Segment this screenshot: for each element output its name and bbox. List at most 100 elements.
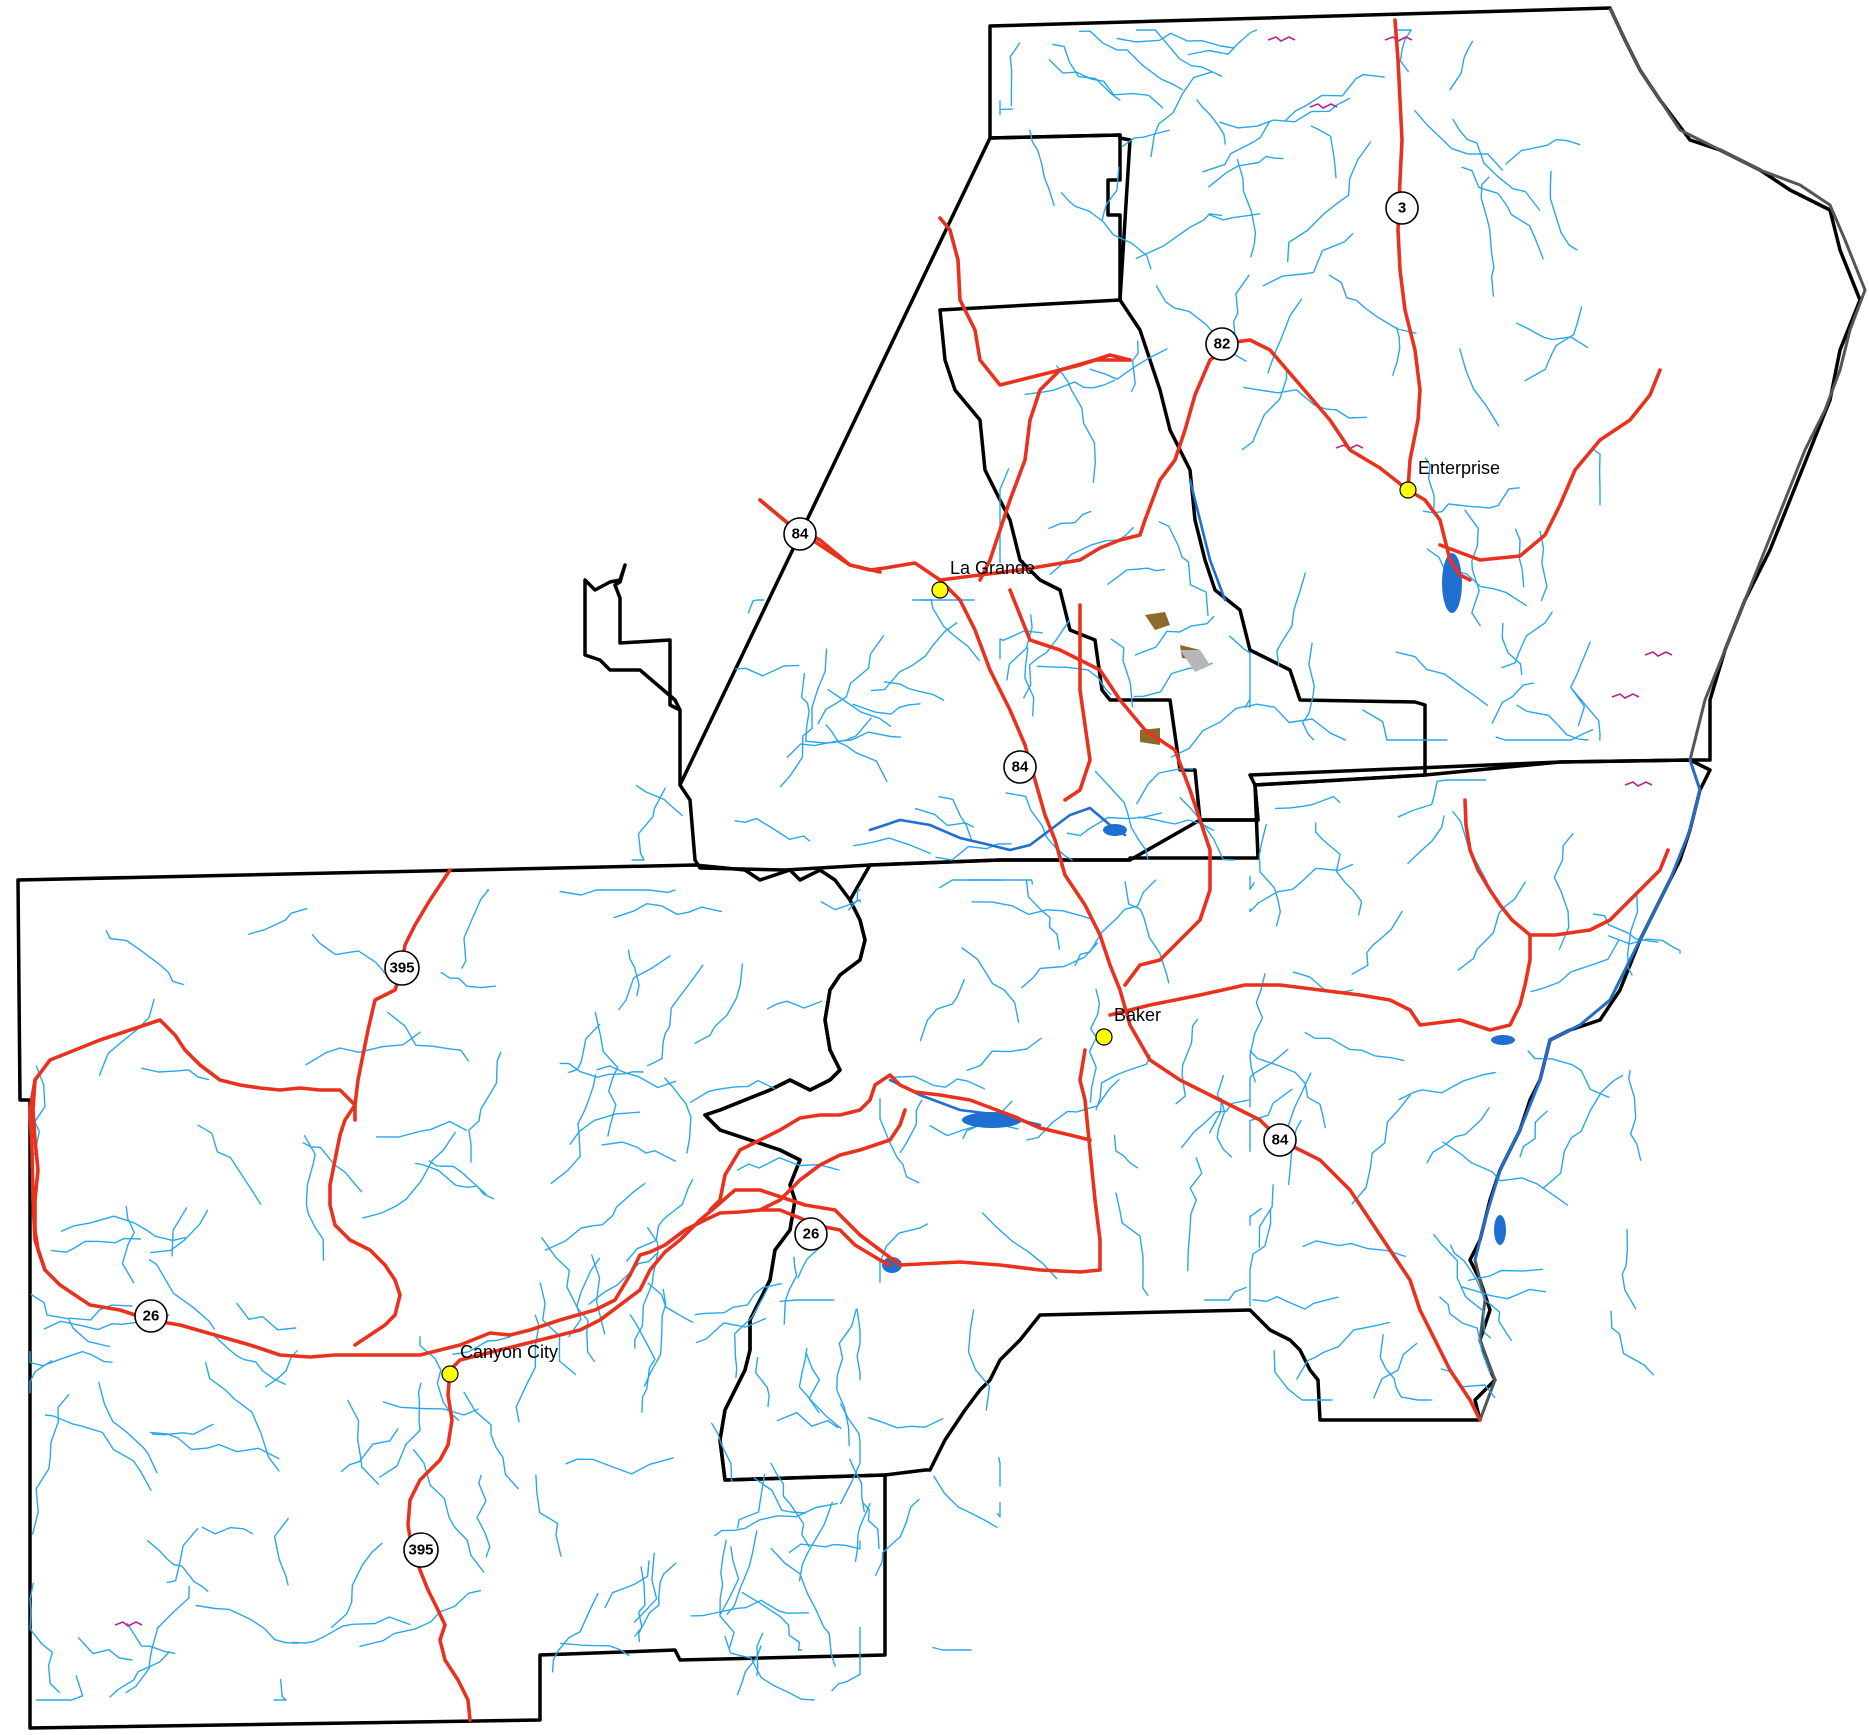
stream-segment	[633, 1552, 658, 1623]
stream-segment	[1021, 942, 1099, 989]
stream-segment	[569, 1111, 641, 1145]
stream-segment	[1516, 704, 1589, 741]
stream-segment	[1048, 510, 1092, 530]
shield-i84-center: 84	[1003, 750, 1037, 784]
stream-segment	[827, 688, 892, 727]
stream-segment	[1362, 709, 1448, 741]
road-i84-northwest	[758, 498, 882, 574]
stream-segment	[798, 1348, 842, 1430]
stream-segment	[1397, 779, 1487, 818]
stream-segment	[125, 1585, 190, 1694]
stream-segment	[1351, 910, 1403, 975]
stream-segment	[967, 1309, 991, 1411]
stream-segment	[998, 1457, 1001, 1487]
stream-segment	[1539, 530, 1548, 602]
stream-segment	[1464, 509, 1481, 627]
stream-segment	[720, 1546, 740, 1615]
stream-segment	[1249, 1088, 1293, 1152]
stream-segment	[1501, 622, 1523, 676]
stream-segment	[568, 1257, 601, 1338]
stream-segment	[273, 1517, 289, 1586]
stream-segment	[1026, 1079, 1120, 1141]
stream-segment	[1006, 614, 1033, 681]
stream-segment	[44, 1414, 152, 1491]
stream-segment	[151, 1423, 214, 1436]
shield-hwy3: 3	[1385, 191, 1419, 225]
stream-segment	[646, 964, 704, 1067]
city-label-baker: Baker	[1114, 1005, 1161, 1025]
stream-segment	[1468, 1268, 1544, 1281]
river-wallowa	[1188, 478, 1227, 602]
stream-segment	[779, 648, 828, 788]
stream-segment	[1025, 879, 1061, 950]
stream-segment	[638, 1562, 677, 1643]
stream-segment	[1079, 30, 1184, 91]
stream-segment	[868, 1417, 944, 1429]
stream-segment	[1395, 651, 1489, 707]
stream-segment	[1249, 1050, 1326, 1129]
city-marker-baker	[1095, 1028, 1113, 1046]
wetland-5	[1644, 651, 1673, 657]
stream-segment	[1304, 1031, 1405, 1062]
stream-segment	[1314, 822, 1363, 916]
stream-segment	[166, 1527, 199, 1584]
lake-phillips	[962, 1112, 1022, 1128]
cities: La Grande Enterprise Baker Canyon City	[441, 458, 1500, 1383]
stream-segment	[1392, 326, 1401, 376]
stream-segment	[468, 1051, 502, 1163]
city-label-la-grande: La Grande	[950, 558, 1035, 578]
stream-segment	[413, 1449, 485, 1573]
stream-segment	[1095, 1054, 1151, 1111]
stream-segment	[147, 1540, 209, 1592]
stream-segment	[29, 1350, 113, 1367]
stream-segment	[853, 837, 931, 855]
stream-segment	[1379, 1334, 1432, 1401]
road-hwy26-east-link	[758, 1108, 907, 1212]
shield-hwy395-north: 395	[384, 950, 420, 986]
stream-segment	[211, 1333, 286, 1385]
road-hwy395-center	[448, 1218, 702, 1372]
stream-segment	[29, 1360, 53, 1394]
stream-segment	[919, 978, 965, 1042]
stream-segment	[734, 817, 811, 842]
stream-segment	[938, 796, 973, 842]
shield-i84-lagrande-label: 84	[792, 526, 809, 543]
stream-segment	[1571, 688, 1601, 741]
stream-segment	[1426, 548, 1527, 607]
stream-segment	[1005, 792, 1073, 861]
shield-hwy395-north-label: 395	[389, 960, 414, 977]
stream-segment	[922, 599, 980, 662]
stream-segment	[1135, 29, 1223, 77]
stream-segment	[634, 1227, 659, 1349]
road-hwy86	[1108, 848, 1670, 1032]
stream-segment	[1626, 891, 1639, 976]
stream-segment	[1179, 797, 1235, 861]
mine-patch-c	[1180, 650, 1210, 672]
stream-segment	[999, 468, 1010, 564]
stream-segment	[387, 1011, 469, 1062]
stream-segment	[591, 1254, 606, 1335]
stream-segment	[935, 843, 1012, 861]
stream-segment	[1056, 365, 1096, 484]
stream-segment	[779, 1299, 835, 1302]
stream-segment	[1229, 635, 1251, 709]
stream-segment	[1249, 1209, 1272, 1307]
stream-segment	[1024, 647, 1035, 717]
stream-segment	[884, 681, 945, 701]
stream-segment	[1023, 619, 1070, 699]
stream-segment	[1202, 121, 1271, 173]
stream-segment	[1527, 1050, 1610, 1098]
stream-segment	[33, 1065, 46, 1156]
wetland-6	[1611, 693, 1640, 699]
stream-segment	[1066, 812, 1163, 837]
stream-segment	[35, 1675, 84, 1701]
stream-segment	[1414, 110, 1504, 171]
stream-segment	[1621, 1228, 1637, 1310]
stream-segment	[601, 1141, 676, 1162]
stream-segment	[711, 1422, 733, 1482]
stream-segment	[1457, 881, 1526, 971]
stream-segment	[664, 1077, 692, 1154]
stream-segment	[1052, 43, 1121, 101]
stream-segment	[1628, 1070, 1642, 1161]
shield-hwy26-west: 26	[134, 1299, 168, 1333]
